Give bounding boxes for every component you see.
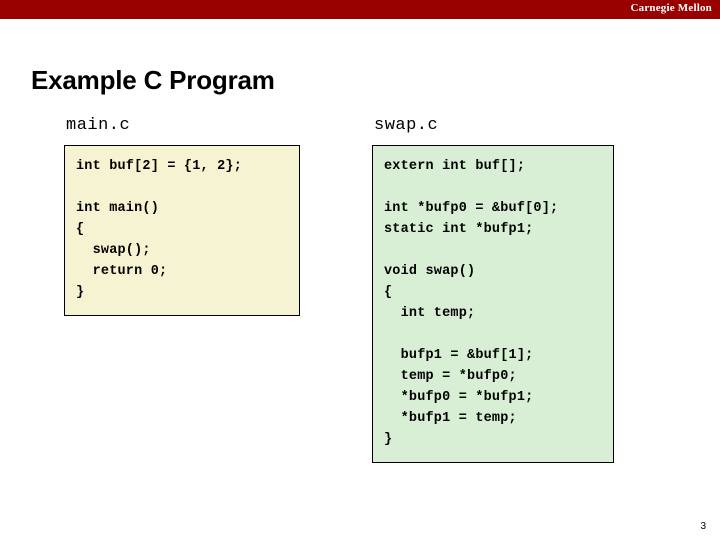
code-content-main-c: int buf[2] = {1, 2}; int main() { swap()… bbox=[76, 159, 243, 300]
code-box-swap-c: extern int buf[]; int *bufp0 = &buf[0]; … bbox=[372, 145, 614, 463]
file-label-swap-c: swap.c bbox=[374, 116, 439, 135]
top-banner: Carnegie Mellon bbox=[0, 0, 720, 19]
page-title: Example C Program bbox=[31, 65, 275, 96]
code-box-main-c: int buf[2] = {1, 2}; int main() { swap()… bbox=[64, 145, 300, 316]
code-content-swap-c: extern int buf[]; int *bufp0 = &buf[0]; … bbox=[384, 159, 559, 447]
file-label-main-c: main.c bbox=[66, 116, 131, 135]
page-number: 3 bbox=[700, 521, 706, 532]
swap-c-column: swap.c extern int buf[]; int *bufp0 = &b… bbox=[372, 116, 614, 463]
institution-name: Carnegie Mellon bbox=[630, 2, 712, 14]
main-c-column: main.c int buf[2] = {1, 2}; int main() {… bbox=[64, 116, 300, 316]
